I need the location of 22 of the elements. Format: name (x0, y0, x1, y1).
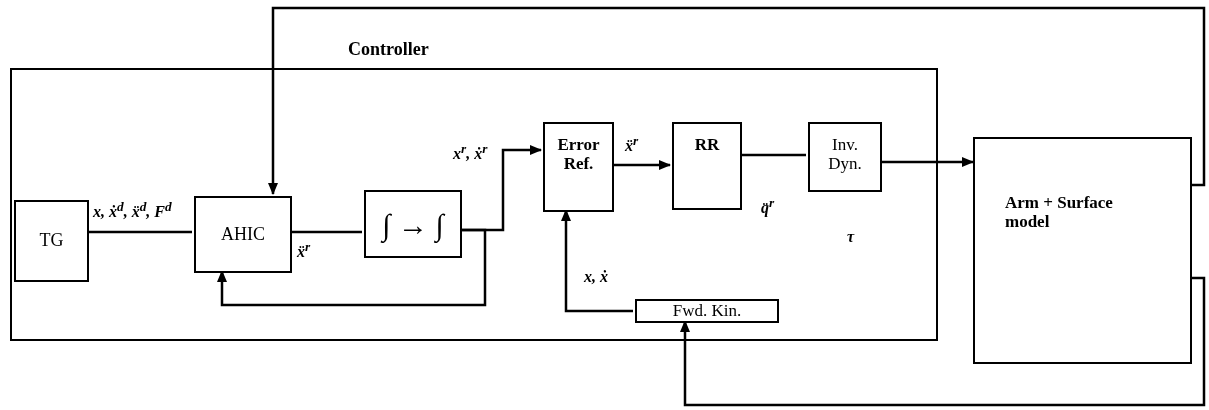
arrow (217, 228, 487, 307)
block-label: RR (694, 136, 720, 155)
block-box (194, 196, 292, 273)
block-box (672, 122, 742, 210)
edge-label: x, ẋ (583, 268, 609, 286)
block-box (543, 122, 614, 212)
block-box (808, 122, 882, 192)
arrow (268, 6, 1206, 195)
arrow (680, 276, 1206, 407)
block-label: Arm + Surface model (1005, 194, 1114, 232)
block-label: Fwd. Kin. (672, 301, 742, 321)
block-label: TG (39, 231, 64, 251)
block-box (635, 299, 779, 323)
block-label: Error Ref. (556, 136, 601, 174)
block-label: ∫ → ∫ (382, 207, 444, 241)
block-label: Inv. Dyn. (827, 136, 863, 174)
block-box (14, 200, 89, 282)
block-box (973, 137, 1192, 364)
block-label: AHIC (221, 224, 265, 245)
frame-title: Controller (348, 40, 429, 60)
edge-label: x, ẋ$^{d}$, ẍ$^{d}$, F$^{d}$ (92, 200, 173, 221)
block-box (364, 190, 462, 258)
